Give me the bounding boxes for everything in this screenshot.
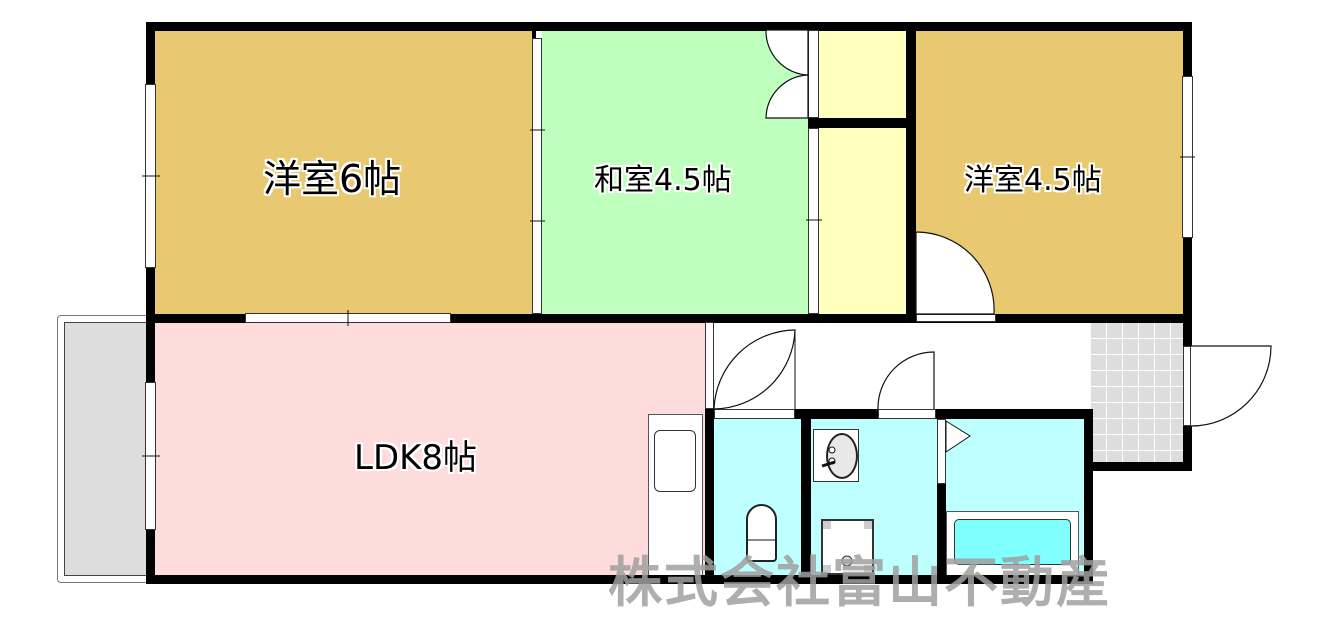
door-toilet-opening <box>714 409 795 419</box>
company-watermark: 株式会社富山不動産 <box>608 551 1112 614</box>
wall-toilet-washroom <box>801 409 811 584</box>
door-bath-swing-icon <box>945 420 971 453</box>
wall-toilet-left <box>705 409 714 584</box>
entrance-floor <box>1090 322 1183 462</box>
wall-bath-right <box>1084 409 1093 584</box>
room-label-japanese-4-5: 和室4.5帖 <box>594 163 732 198</box>
toilet-bowl-icon <box>746 504 777 562</box>
door-ldk-hall-swing-icon <box>713 329 796 410</box>
room-ldk-floor <box>154 322 707 575</box>
room-label-western-6: 洋室6帖 <box>263 157 402 201</box>
closet-lower-floor <box>819 128 907 314</box>
room-label-western-4-5: 洋室4.5帖 <box>964 163 1102 198</box>
wall-closet-divider <box>808 118 911 128</box>
wall-entrance-bottom <box>1084 462 1192 471</box>
room-label-ldk: LDK8帖 <box>354 438 478 478</box>
closet-upper-floor <box>819 30 907 118</box>
door-washroom-swing-icon <box>877 351 935 410</box>
kitchen-sink-icon <box>654 430 696 492</box>
closet-door-swing-lower-icon <box>765 74 809 119</box>
front-door-opening <box>1183 346 1191 426</box>
balcony-floor <box>64 322 149 576</box>
sliding-door-closet <box>808 128 819 314</box>
bathtub-water <box>954 519 1071 565</box>
door-w45-swing-icon <box>915 231 995 315</box>
wall-left <box>146 22 155 583</box>
closet-door-swing-upper-icon <box>765 29 809 76</box>
sliding-door-w6-j45 <box>532 38 542 314</box>
wall-middle <box>146 314 1191 323</box>
room-western-6-floor <box>154 30 534 314</box>
wall-closet-w45 <box>906 22 916 322</box>
wall-top <box>146 22 1191 31</box>
washbasin-bowl-icon <box>826 433 858 479</box>
wall-bottom <box>146 575 1091 584</box>
wall-washroom-bath <box>937 409 946 584</box>
front-door-swing-icon <box>1190 345 1272 427</box>
room-japanese-4-5-floor <box>542 30 809 314</box>
door-washroom-opening <box>878 409 936 419</box>
door-ldk-hall-opening <box>705 322 714 409</box>
